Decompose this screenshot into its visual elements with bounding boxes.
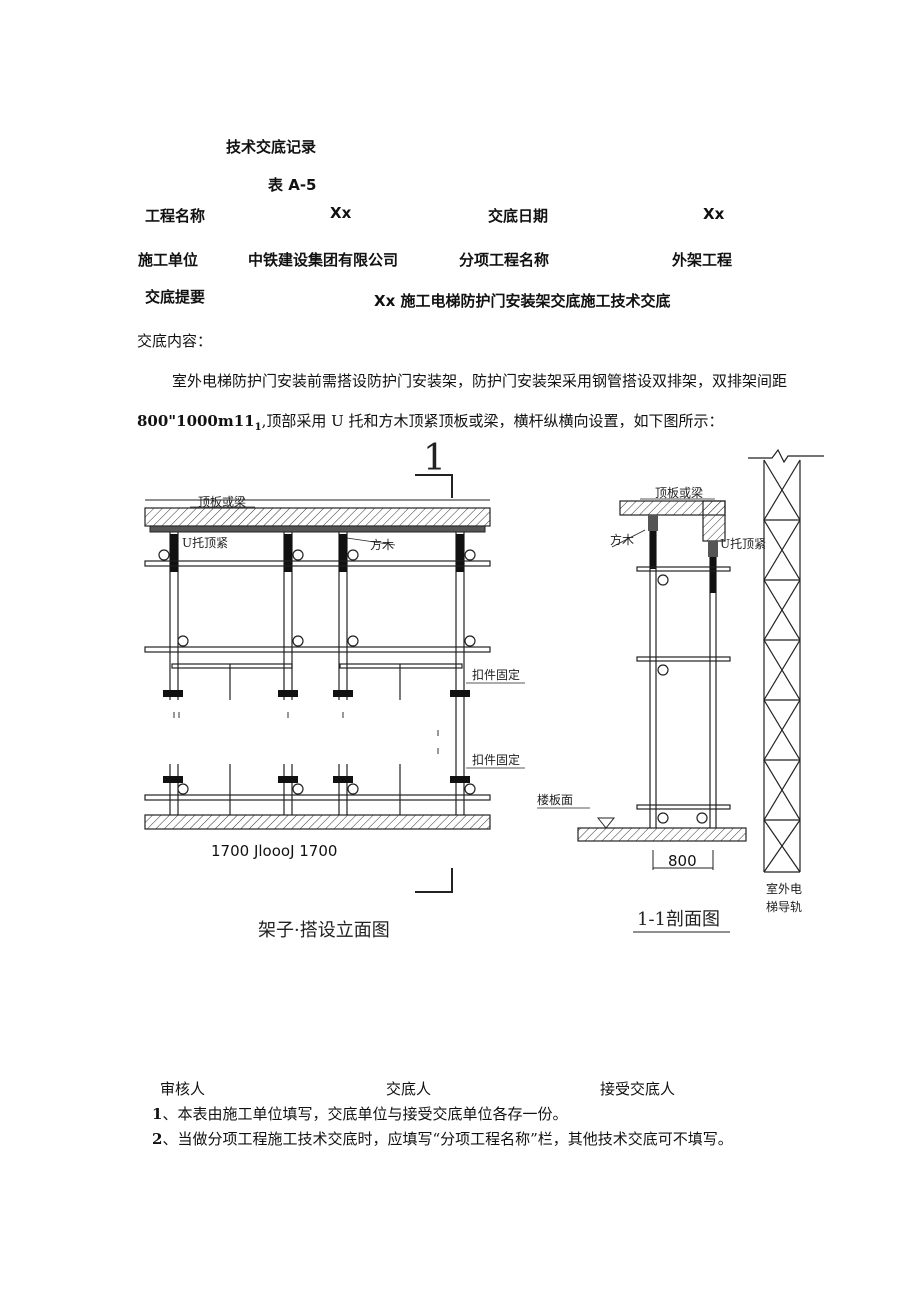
elevation-dimensions: 1700 JloooJ 1700 — [211, 842, 338, 860]
construction-company-label: 施工单位 — [138, 251, 199, 269]
label-top-slab-right: 顶板或梁 — [655, 485, 703, 500]
record-title: 技术交底记录 — [226, 138, 317, 156]
label-timber-right: 方木 — [610, 532, 634, 547]
section-dimension: 800 — [668, 852, 697, 870]
label-fastener-upper: 扣件固定 — [472, 667, 520, 682]
spacing-value: 800"1000m11 — [137, 412, 255, 430]
timber-beam — [149, 525, 486, 533]
project-name-value: Xx — [330, 204, 352, 222]
rail-label-line2: 梯导轨 — [766, 900, 802, 914]
note-1: 1、本表由施工单位填写，交底单位与接受交底单位各存一份。 — [152, 1103, 567, 1124]
construction-company-value: 中铁建设集团有限公司 — [248, 251, 399, 269]
project-name-label: 工程名称 — [145, 207, 206, 225]
content-paragraph-line2: 800"1000m111,顶部采用 U 托和方木顶紧顶板或梁，横杆纵横向设置，如… — [137, 410, 724, 433]
disclosure-date-label: 交底日期 — [488, 207, 549, 225]
note-2-number: 2 — [152, 1130, 163, 1148]
note-2: 2、当做分项工程施工技术交底时，应填写“分项工程名称”栏，其他技术交底可不填写。 — [152, 1128, 733, 1149]
note-1-number: 1 — [152, 1105, 163, 1123]
receiver-label: 接受交底人 — [600, 1080, 676, 1098]
label-u-jack-right: U托顶紧 — [720, 537, 766, 551]
label-floor-surface: 楼板面 — [537, 792, 573, 807]
label-u-jack-left: U托顶紧 — [182, 536, 228, 550]
disclosure-date-value: Xx — [703, 205, 725, 223]
note-2-text: 、当做分项工程施工技术交底时，应填写“分项工程名称”栏，其他技术交底可不填写。 — [162, 1130, 733, 1148]
note-1-text: 、本表由施工单位填写，交底单位与接受交底单位各存一份。 — [162, 1105, 568, 1123]
disclosure-summary-label: 交底提要 — [145, 288, 206, 306]
section-mark-top: 1 — [423, 438, 446, 479]
content-paragraph-rest: ,顶部采用 U 托和方木顶紧顶板或梁，横杆纵横向设置，如下图所示： — [261, 412, 724, 430]
spacing-subscript: 1 — [254, 422, 262, 433]
elevator-guide-rail — [748, 448, 824, 873]
floor-slab — [144, 814, 491, 830]
subproject-name-value: 外架工程 — [672, 251, 733, 269]
label-fastener-lower: 扣件固定 — [472, 752, 520, 767]
section-floor-slab — [577, 827, 747, 842]
content-label: 交底内容： — [137, 332, 213, 350]
label-top-slab-left: 顶板或梁 — [198, 494, 246, 509]
section-caption: 1-1剖面图 — [637, 909, 720, 930]
form-number: 表 A-5 — [268, 176, 317, 194]
reviewer-label: 审核人 — [160, 1080, 206, 1098]
disclosure-summary-value: Xx 施工电梯防护门安装架交底施工技术交底 — [374, 292, 671, 310]
subproject-name-label: 分项工程名称 — [459, 251, 550, 269]
elevation-caption: 架子·搭设立面图 — [258, 920, 390, 941]
content-paragraph-line1: 室外电梯防护门安装前需搭设防护门安装架，防护门安装架采用钢管搭设双排架，双排架间… — [172, 372, 788, 390]
discloser-label: 交底人 — [386, 1080, 432, 1098]
label-timber-left: 方木 — [370, 537, 394, 552]
rail-label-line1: 室外电 — [766, 881, 802, 896]
